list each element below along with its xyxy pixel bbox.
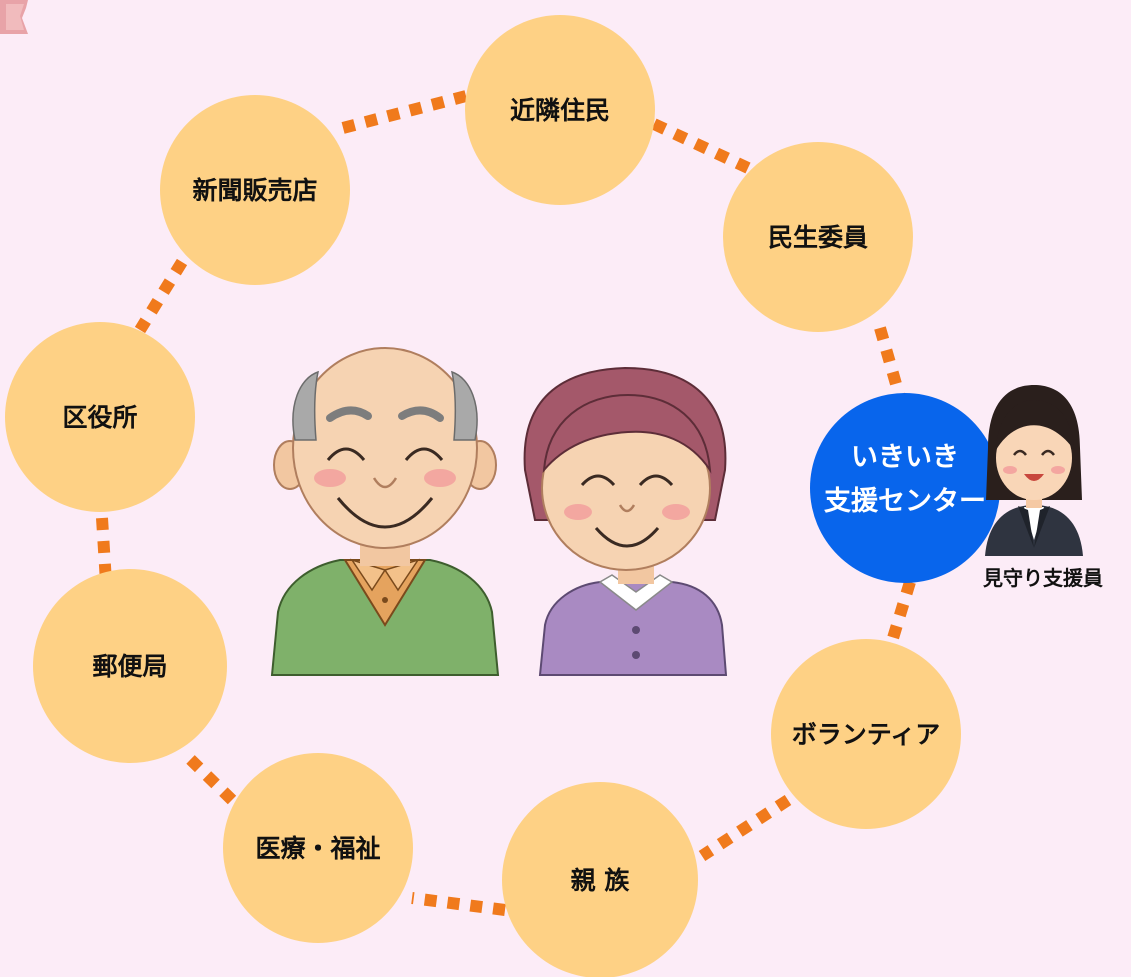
page-corner-icon xyxy=(0,0,28,34)
connector-line xyxy=(333,90,468,136)
connector-line xyxy=(698,794,792,862)
node-label-medical-welfare: 医療・福祉 xyxy=(255,834,380,863)
node-ward-office: 区役所 xyxy=(5,322,195,512)
center-label-line1: いきいき xyxy=(851,442,959,473)
node-label-volunteer: ボランティア xyxy=(792,720,941,749)
connector-line xyxy=(96,517,112,583)
node-volunteer: ボランティア xyxy=(771,639,961,829)
node-label-relatives: 親 族 xyxy=(571,866,631,895)
elderly-man-illustration xyxy=(270,347,500,676)
node-label-neighbors: 近隣住民 xyxy=(510,96,610,125)
staff-label: 見守り支援員 xyxy=(983,566,1103,590)
connector-line xyxy=(411,892,506,916)
node-welfare-commissioner: 民生委員 xyxy=(723,142,913,332)
node-label-newspaper-shop: 新聞販売店 xyxy=(192,176,317,205)
elderly-woman-illustration xyxy=(523,366,728,676)
node-newspaper-shop: 新聞販売店 xyxy=(160,95,350,285)
node-label-ward-office: 区役所 xyxy=(62,403,137,432)
node-neighbors: 近隣住民 xyxy=(465,15,655,205)
center-label-line2: 支援センター xyxy=(824,486,986,517)
node-label-welfare-commissioner: 民生委員 xyxy=(768,223,868,252)
connector-line xyxy=(884,580,916,650)
node-relatives: 親 族 xyxy=(502,782,698,977)
dotted-connection-lines xyxy=(96,90,916,916)
node-label-post-office: 郵便局 xyxy=(92,652,167,681)
node-post-office: 郵便局 xyxy=(33,569,227,763)
center-node-support-center: いきいき 支援センター xyxy=(810,393,1000,583)
connector-line xyxy=(874,326,906,400)
connector-line xyxy=(134,258,188,334)
connector-line xyxy=(651,118,751,174)
connector-line xyxy=(181,750,237,805)
support-staff-illustration xyxy=(985,385,1083,556)
node-medical-welfare: 医療・福祉 xyxy=(223,753,413,943)
